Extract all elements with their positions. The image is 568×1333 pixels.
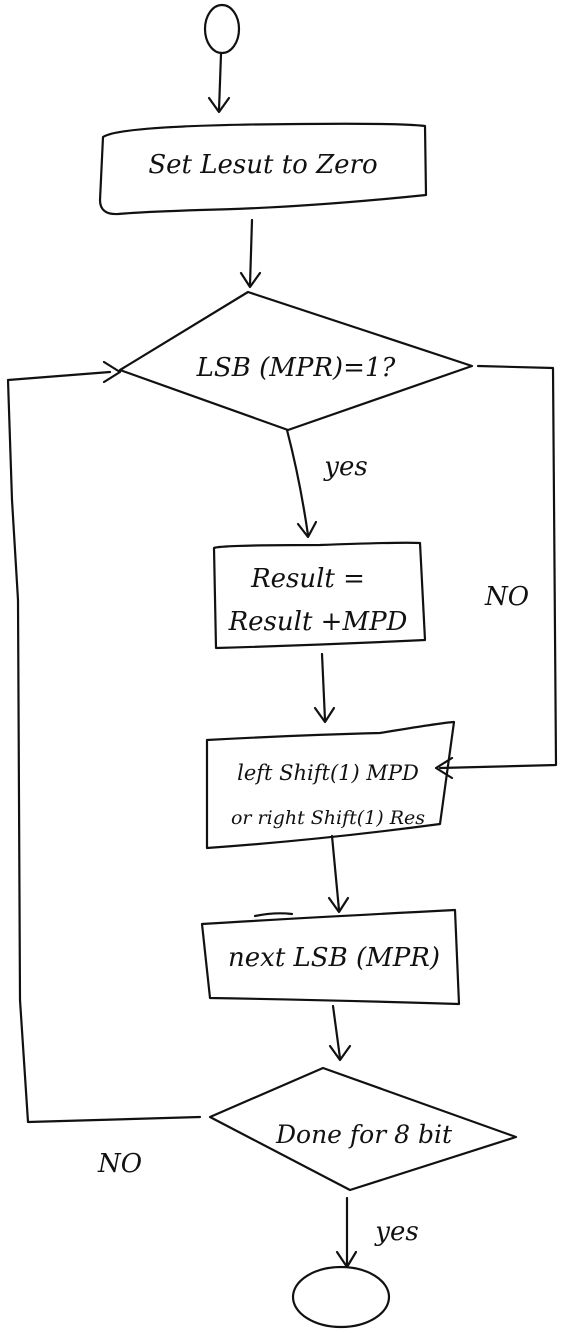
box-next-text: next LSB (MPR) xyxy=(228,943,440,973)
arrow-add-to-shift xyxy=(313,652,336,724)
box-next-lsb: next LSB (MPR) xyxy=(200,908,461,1006)
label-no-left: NO xyxy=(97,1149,142,1179)
arrow-decision-to-add xyxy=(285,428,318,539)
arrow-done-to-end xyxy=(335,1196,358,1269)
box-shift: left Shift(1) MPD or right Shift(1) Res xyxy=(205,720,456,850)
arrow-next-to-done xyxy=(328,1004,352,1062)
box-shift-text-line1: left Shift(1) MPD xyxy=(237,761,419,785)
box-add-text-line2: Result +MPD xyxy=(228,607,408,637)
decision-lsb-text: LSB (MPR)=1? xyxy=(196,353,397,383)
box-set-result: Set Lesut to Zero xyxy=(98,122,428,216)
decision-done-8-bit: Done for 8 bit xyxy=(208,1066,518,1192)
decision-lsb-mpr: LSB (MPR)=1? xyxy=(118,290,474,432)
arrow-start-to-set xyxy=(207,52,231,114)
arrow-shift-to-next xyxy=(327,834,350,914)
label-yes-2: yes xyxy=(374,1217,418,1247)
box-shift-text-line2: or right Shift(1) Res xyxy=(231,807,425,829)
box-add-mpd: Result = Result +MPD xyxy=(212,541,427,650)
arrow-no-right xyxy=(434,364,558,780)
box-set-result-text: Set Lesut to Zero xyxy=(148,150,377,180)
label-yes-1: yes xyxy=(323,452,367,482)
label-no-right: NO xyxy=(484,582,529,612)
arrow-no-left-loop xyxy=(6,360,202,1124)
decision-done-text: Done for 8 bit xyxy=(275,1120,453,1149)
arrow-set-to-decision xyxy=(239,218,262,289)
end-terminal xyxy=(291,1265,391,1329)
start-terminal xyxy=(203,3,241,55)
box-add-text-line1: Result = xyxy=(250,564,365,594)
